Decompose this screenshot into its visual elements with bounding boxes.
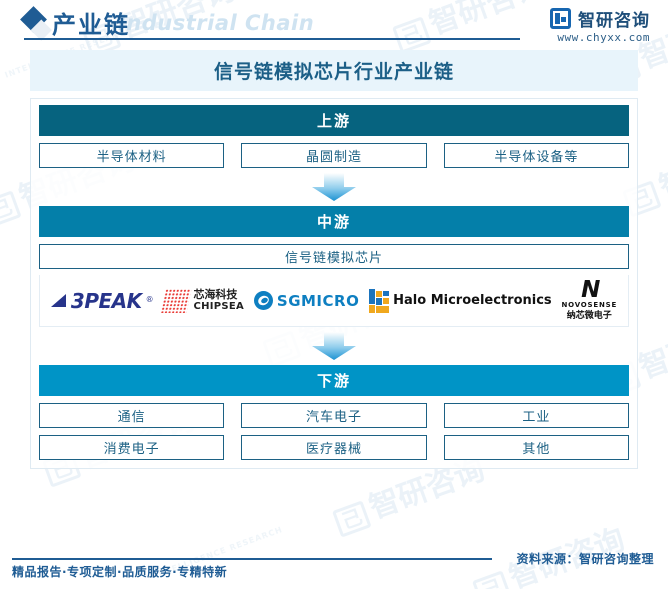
company-logo-3peak[interactable]: 3PEAK ® xyxy=(50,288,154,313)
diamond-icon xyxy=(20,6,47,33)
connector-arrow-midstream-downstream xyxy=(39,327,629,365)
upstream-cell[interactable]: 半导体设备等 xyxy=(443,143,629,168)
watermark-mark: 己 xyxy=(0,190,22,228)
tier-header-upstream: 上游 xyxy=(39,105,629,136)
brand-mark-icon xyxy=(550,8,571,29)
upstream-cell[interactable]: 半导体材料 xyxy=(39,143,225,168)
watermark-mark: 己 xyxy=(331,500,372,538)
company-name-cn: 芯海科技 xyxy=(193,288,238,301)
company-name: NOVOSENSE xyxy=(561,301,618,309)
downstream-cell[interactable]: 汽车电子 xyxy=(241,403,427,428)
brand-logo[interactable]: 智研咨询 xyxy=(550,6,650,31)
tier-header-downstream: 下游 xyxy=(39,365,629,396)
tier-header-midstream: 中游 xyxy=(39,206,629,237)
downstream-cell-row: 通信 汽车电子 工业 xyxy=(39,403,629,428)
midstream-product-cell[interactable]: 信号链模拟芯片 xyxy=(39,244,629,269)
brand-url: www.chyxx.com xyxy=(557,31,650,44)
downstream-cell[interactable]: 医疗器械 xyxy=(241,435,427,460)
company-name: 3PEAK xyxy=(70,288,142,313)
triangle-icon xyxy=(50,294,66,307)
company-logo-chipsea[interactable]: 芯海科技 CHIPSEA xyxy=(160,288,245,313)
chart-title-band: 信号链模拟芯片行业产业链 xyxy=(30,50,638,91)
upstream-cell[interactable]: 晶圆制造 xyxy=(241,143,427,168)
header-divider xyxy=(24,38,520,40)
swirl-icon xyxy=(253,291,273,310)
registered-trademark-icon: ® xyxy=(145,294,154,304)
header-title-en: Industrial Chain xyxy=(118,11,315,35)
chart-title: 信号链模拟芯片行业产业链 xyxy=(213,61,454,83)
downstream-cell[interactable]: 工业 xyxy=(443,403,629,428)
page-footer: 精品报告·专项定制·品质服务·专精特新 资料来源：智研咨询整理 xyxy=(0,545,668,589)
downstream-cell[interactable]: 其他 xyxy=(443,435,629,460)
dot-matrix-icon xyxy=(160,288,192,313)
downstream-cell[interactable]: 消费电子 xyxy=(39,435,225,460)
company-name-cn: 纳芯微电子 xyxy=(566,311,612,321)
footer-divider xyxy=(12,558,492,560)
industry-chain-diagram: 上游 半导体材料 晶圆制造 半导体设备等 中游 信号链模拟芯片 3PEAK ® xyxy=(30,98,638,469)
company-name: SGMICRO xyxy=(276,291,360,310)
brand-name: 智研咨询 xyxy=(578,11,650,31)
downstream-cell[interactable]: 通信 xyxy=(39,403,225,428)
midstream-company-logos: 3PEAK ® 芯海科技 CHIPSEA SGMICRO Halo Microe… xyxy=(39,275,629,327)
downstream-cell-row: 消费电子 医疗器械 其他 xyxy=(39,435,629,460)
upstream-cell-row: 半导体材料 晶圆制造 半导体设备等 xyxy=(39,143,629,168)
footer-slogan: 精品报告·专项定制·品质服务·专精特新 xyxy=(12,565,228,579)
page-header: Industrial Chain 产业链 智研咨询 www.chyxx.com xyxy=(0,0,668,46)
connector-arrow-upstream-midstream xyxy=(39,168,629,206)
footer-source: 资料来源：智研咨询整理 xyxy=(516,552,654,566)
watermark-text: 智研咨询 xyxy=(634,311,668,386)
company-logo-novosense[interactable]: N NOVOSENSE 纳芯微电子 xyxy=(561,277,618,322)
n-mark-icon: N xyxy=(581,277,600,303)
company-name: CHIPSEA xyxy=(193,301,245,312)
down-arrow-icon xyxy=(312,173,356,201)
company-name: Halo Microelectronics xyxy=(393,293,552,308)
blocks-icon xyxy=(369,288,390,313)
down-arrow-icon xyxy=(312,332,356,360)
watermark-text: 智研咨询 xyxy=(654,131,668,206)
company-logo-halo[interactable]: Halo Microelectronics xyxy=(369,288,552,313)
page-title: 产业链 xyxy=(52,11,130,39)
company-logo-sgmicro[interactable]: SGMICRO xyxy=(253,291,360,310)
